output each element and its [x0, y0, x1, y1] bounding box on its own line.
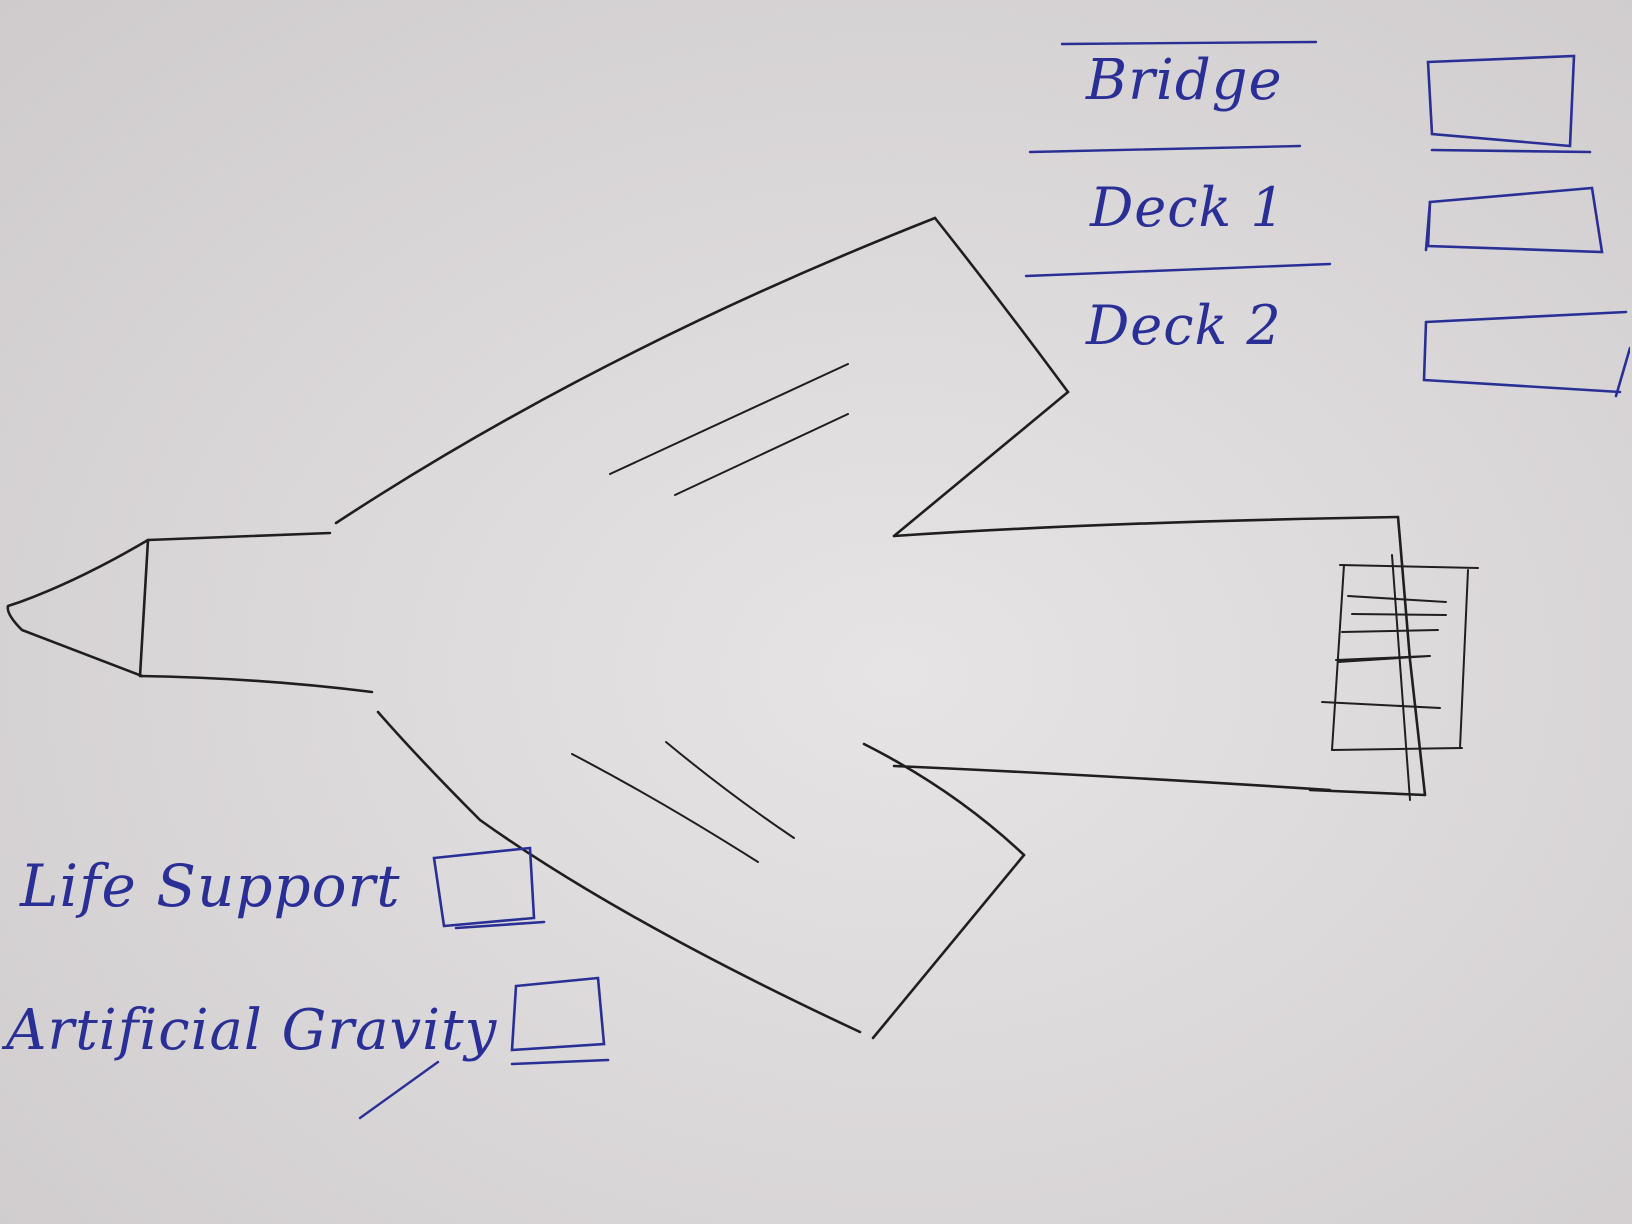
bridge-checkbox[interactable] [1420, 54, 1596, 158]
engine-grid [1321, 554, 1479, 801]
system-item-artificial-gravity-label: Artificial Gravity [6, 998, 498, 1063]
deck-1-checkbox[interactable] [1420, 180, 1610, 260]
life-support-checkbox[interactable] [426, 838, 556, 934]
text-flourish [358, 1060, 440, 1120]
panel-item-deck-2-label: Deck 2 [1086, 294, 1282, 357]
hull-detail-lines [571, 363, 849, 863]
deck-2-checkbox[interactable] [1420, 308, 1630, 400]
panel-item-bridge-label: Bridge [1086, 48, 1283, 113]
system-item-life-support-label: Life Support [20, 852, 401, 920]
panel-rules [1024, 40, 1332, 278]
artificial-gravity-checkbox[interactable] [500, 972, 620, 1068]
panel-item-deck-1-label: Deck 1 [1090, 176, 1286, 239]
